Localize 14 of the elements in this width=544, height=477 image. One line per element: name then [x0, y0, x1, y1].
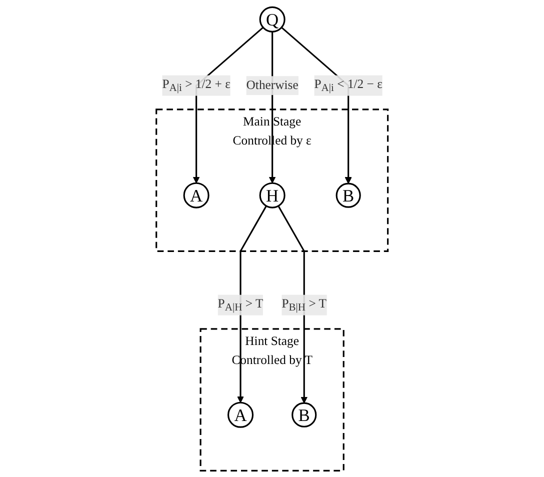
arrow — [236, 206, 267, 403]
node-circle: H — [259, 182, 286, 208]
node-circle: A — [183, 182, 210, 208]
node-circle: A — [227, 402, 254, 428]
arrow — [268, 32, 276, 184]
edge-label: P$_{B|H}$ > T — [282, 297, 326, 314]
edge-label: Otherwise — [246, 78, 298, 92]
node-circle: B — [336, 182, 361, 208]
edge-label: P$_{A|H}$ > T — [218, 297, 264, 314]
node-circle: Q — [259, 6, 286, 32]
edge-label: P$_{A|i}$ < 1/2 − ε — [314, 78, 382, 94]
node-circle: B — [291, 402, 317, 428]
edge-label: P$_{A|i}$ > 1/2 + ε — [162, 78, 230, 94]
arrow — [278, 206, 308, 404]
